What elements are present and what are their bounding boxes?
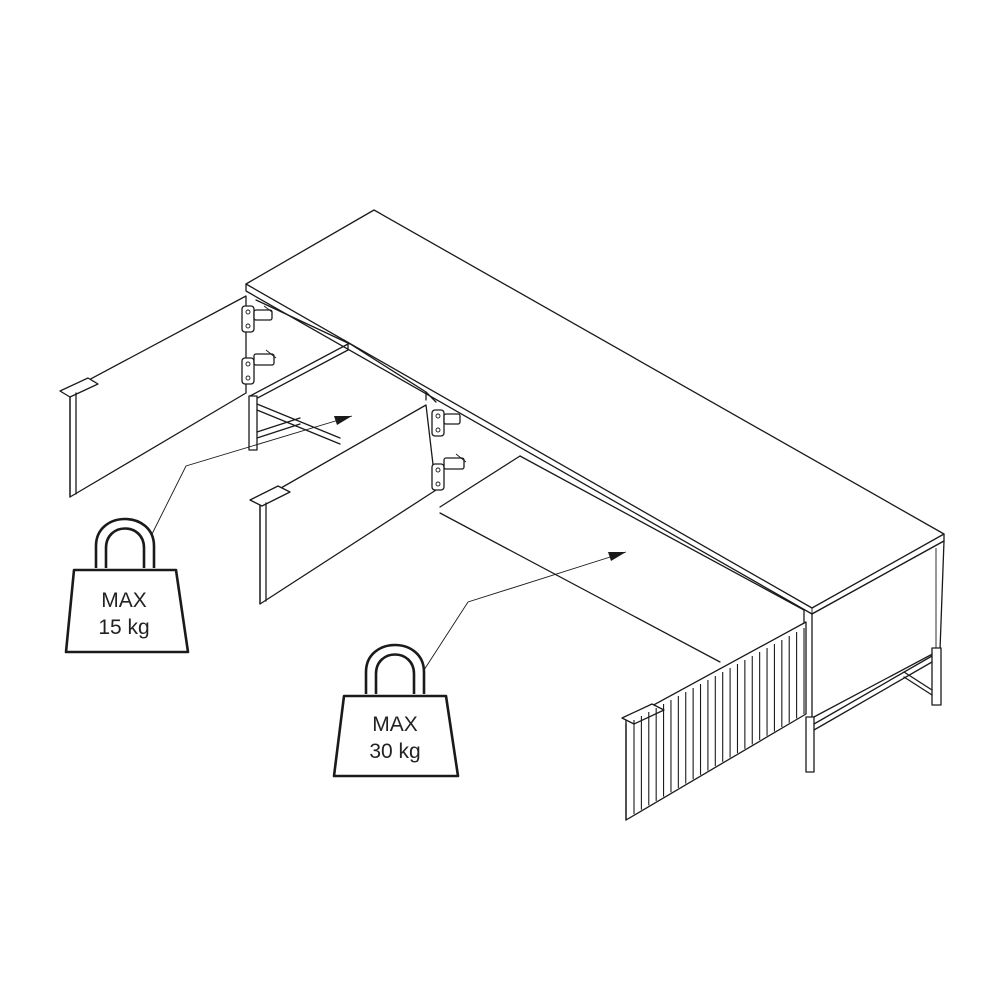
leg: [931, 647, 942, 706]
hinge-icon: [241, 305, 273, 333]
slatted-door-open: [621, 621, 807, 821]
bag-right-max-label: MAX: [372, 713, 418, 736]
bag-left-weight-label: 15 kg: [98, 616, 149, 639]
arrow-icon: [149, 415, 353, 539]
weight-bag-icon: [332, 643, 460, 778]
leg: [805, 716, 815, 773]
arrow-icon: [423, 551, 627, 671]
hinge-icon: [241, 349, 277, 385]
hinge-icon: [431, 409, 461, 437]
right-compartment: [805, 540, 945, 773]
bag-right-weight-label: 30 kg: [369, 740, 420, 763]
door-slats: [633, 628, 805, 814]
weight-bag-icon: [64, 517, 190, 654]
hinge-icon: [431, 453, 467, 491]
middle-door-open: [249, 404, 437, 605]
cabinet-top: [245, 209, 945, 615]
left-door-open: [59, 295, 247, 498]
leg: [248, 395, 258, 451]
bag-left-max-label: MAX: [101, 589, 147, 612]
